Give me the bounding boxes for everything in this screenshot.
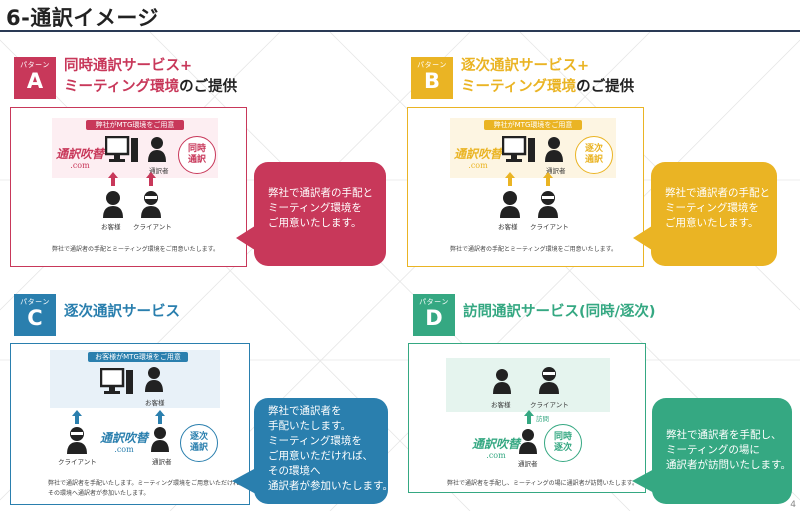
- pattern-b-arrow-left: [505, 172, 515, 186]
- pattern-d-interpreter-label: 通訳者: [518, 460, 538, 468]
- pattern-c-client-label: クライアント: [58, 458, 97, 466]
- pattern-d-client-icon: [539, 367, 559, 394]
- pattern-a-bubble-tail: [236, 224, 258, 252]
- pattern-c-arrow-left: [72, 410, 82, 424]
- title-divider: [0, 30, 800, 32]
- pattern-d-diagram-area: [446, 358, 610, 412]
- pattern-c-env-label: お客様がMTG環境をご用意: [88, 352, 188, 362]
- page-number: 4: [790, 500, 796, 510]
- pattern-c-badge: パターン C: [14, 294, 56, 336]
- pattern-c-bubble: 弊社で通訳者を 手配いたします。 ミーティング環境を ご用意いただければ、 その…: [254, 398, 393, 504]
- pattern-c-bubble-tail: [232, 468, 256, 494]
- pattern-c-mode-circle: 逐次通訳: [180, 424, 218, 462]
- page-title: 6-通訳イメージ: [6, 6, 159, 30]
- pattern-d-badge: パターン D: [413, 294, 455, 336]
- pattern-c-note-1: 弊社で通訳者を手配いたします。ミーティング環境をご用意いただければ、: [48, 480, 252, 487]
- pattern-d-mode-circle: 同時逐次: [544, 424, 582, 462]
- pattern-d-client-label: クライアント: [530, 401, 569, 409]
- pattern-d-visit-label: 訪問: [536, 415, 549, 423]
- pattern-a-client-icon: [141, 191, 161, 218]
- pattern-a-client-label: クライアント: [133, 223, 172, 231]
- pattern-a-arrow-right: [146, 172, 156, 186]
- pattern-b-client-label: クライアント: [530, 223, 569, 231]
- pattern-a-bubble: 弊社で通訳者の手配と ミーティング環境を ご用意いたします。: [254, 162, 386, 266]
- pattern-b-client-icon: [538, 191, 558, 218]
- pattern-a-logo: 通訳吹替 .com: [56, 147, 105, 170]
- pattern-d-note: 弊社で通訳者を手配し、ミーティングの場に通訳者が訪問いたします。: [447, 480, 639, 487]
- pattern-c-interpreter-label: 通訳者: [152, 458, 172, 466]
- pattern-a-interpreter-icon: [148, 137, 166, 162]
- pattern-b-badge: パターン B: [411, 57, 453, 99]
- pattern-d-title: 訪問通訳サービス(同時/逐次): [463, 304, 656, 320]
- pattern-b-arrow-right: [543, 172, 553, 186]
- pattern-b-bubble: 弊社で通訳者の手配と ミーティング環境を ご用意いたします。: [651, 162, 777, 266]
- pattern-c-client-icon: [67, 427, 87, 454]
- pattern-c-customer-label: お客様: [145, 399, 165, 407]
- pattern-d-customer-icon: [493, 369, 511, 394]
- pattern-a-title: 同時通訳サービス+ ミーティング環境のご提供: [64, 58, 238, 95]
- pattern-a-computer-icon: [105, 136, 138, 162]
- pattern-b-note: 弊社で通訳者の手配とミーティング環境をご用意いたします。: [450, 246, 618, 253]
- pattern-c-arrow-right: [155, 410, 165, 424]
- pattern-d-logo: 通訳吹替 .com: [472, 437, 521, 460]
- pattern-b-customer-icon: [500, 191, 520, 218]
- pattern-b-computer-icon: [502, 136, 535, 162]
- pattern-a-interpreter-label: 通訳者: [149, 167, 169, 175]
- pattern-d-customer-label: お客様: [491, 401, 511, 409]
- pattern-b-interpreter-icon: [545, 137, 563, 162]
- pattern-d-interpreter-icon: [519, 429, 537, 454]
- pattern-c-note-2: その環境へ通訳者が参加いたします。: [48, 490, 150, 497]
- pattern-a-note: 弊社で通訳者の手配とミーティング環境をご用意いたします。: [52, 246, 220, 253]
- pattern-b-logo: 通訳吹替 .com: [454, 147, 503, 170]
- pattern-a-env-label: 弊社がMTG環境をご用意: [86, 120, 184, 130]
- pattern-c-customer-icon: [145, 367, 163, 392]
- pattern-b-bubble-tail: [633, 224, 655, 252]
- pattern-b-customer-label: お客様: [498, 223, 518, 231]
- pattern-c-logo: 通訳吹替 .com: [100, 431, 149, 454]
- pattern-a-arrow-left: [108, 172, 118, 186]
- pattern-a-badge: パターン A: [14, 57, 56, 99]
- pattern-a-mode-circle: 同時通訳: [178, 136, 216, 174]
- pattern-d-arrow-up: [524, 410, 534, 424]
- pattern-c-interpreter-icon: [151, 427, 169, 452]
- pattern-b-mode-circle: 逐次通訳: [575, 136, 613, 174]
- pattern-b-title: 逐次通訳サービス+ ミーティング環境のご提供: [461, 58, 635, 95]
- pattern-c-computer-icon: [100, 368, 133, 394]
- pattern-c-title: 逐次通訳サービス: [64, 304, 180, 320]
- pattern-b-env-label: 弊社がMTG環境をご用意: [484, 120, 582, 130]
- pattern-b-interpreter-label: 通訳者: [546, 167, 566, 175]
- pattern-a-customer-label: お客様: [101, 223, 121, 231]
- pattern-a-customer-icon: [103, 191, 123, 218]
- pattern-d-bubble: 弊社で通訳者を手配し、 ミーティングの場に 通訳者が訪問いたします。: [652, 398, 792, 504]
